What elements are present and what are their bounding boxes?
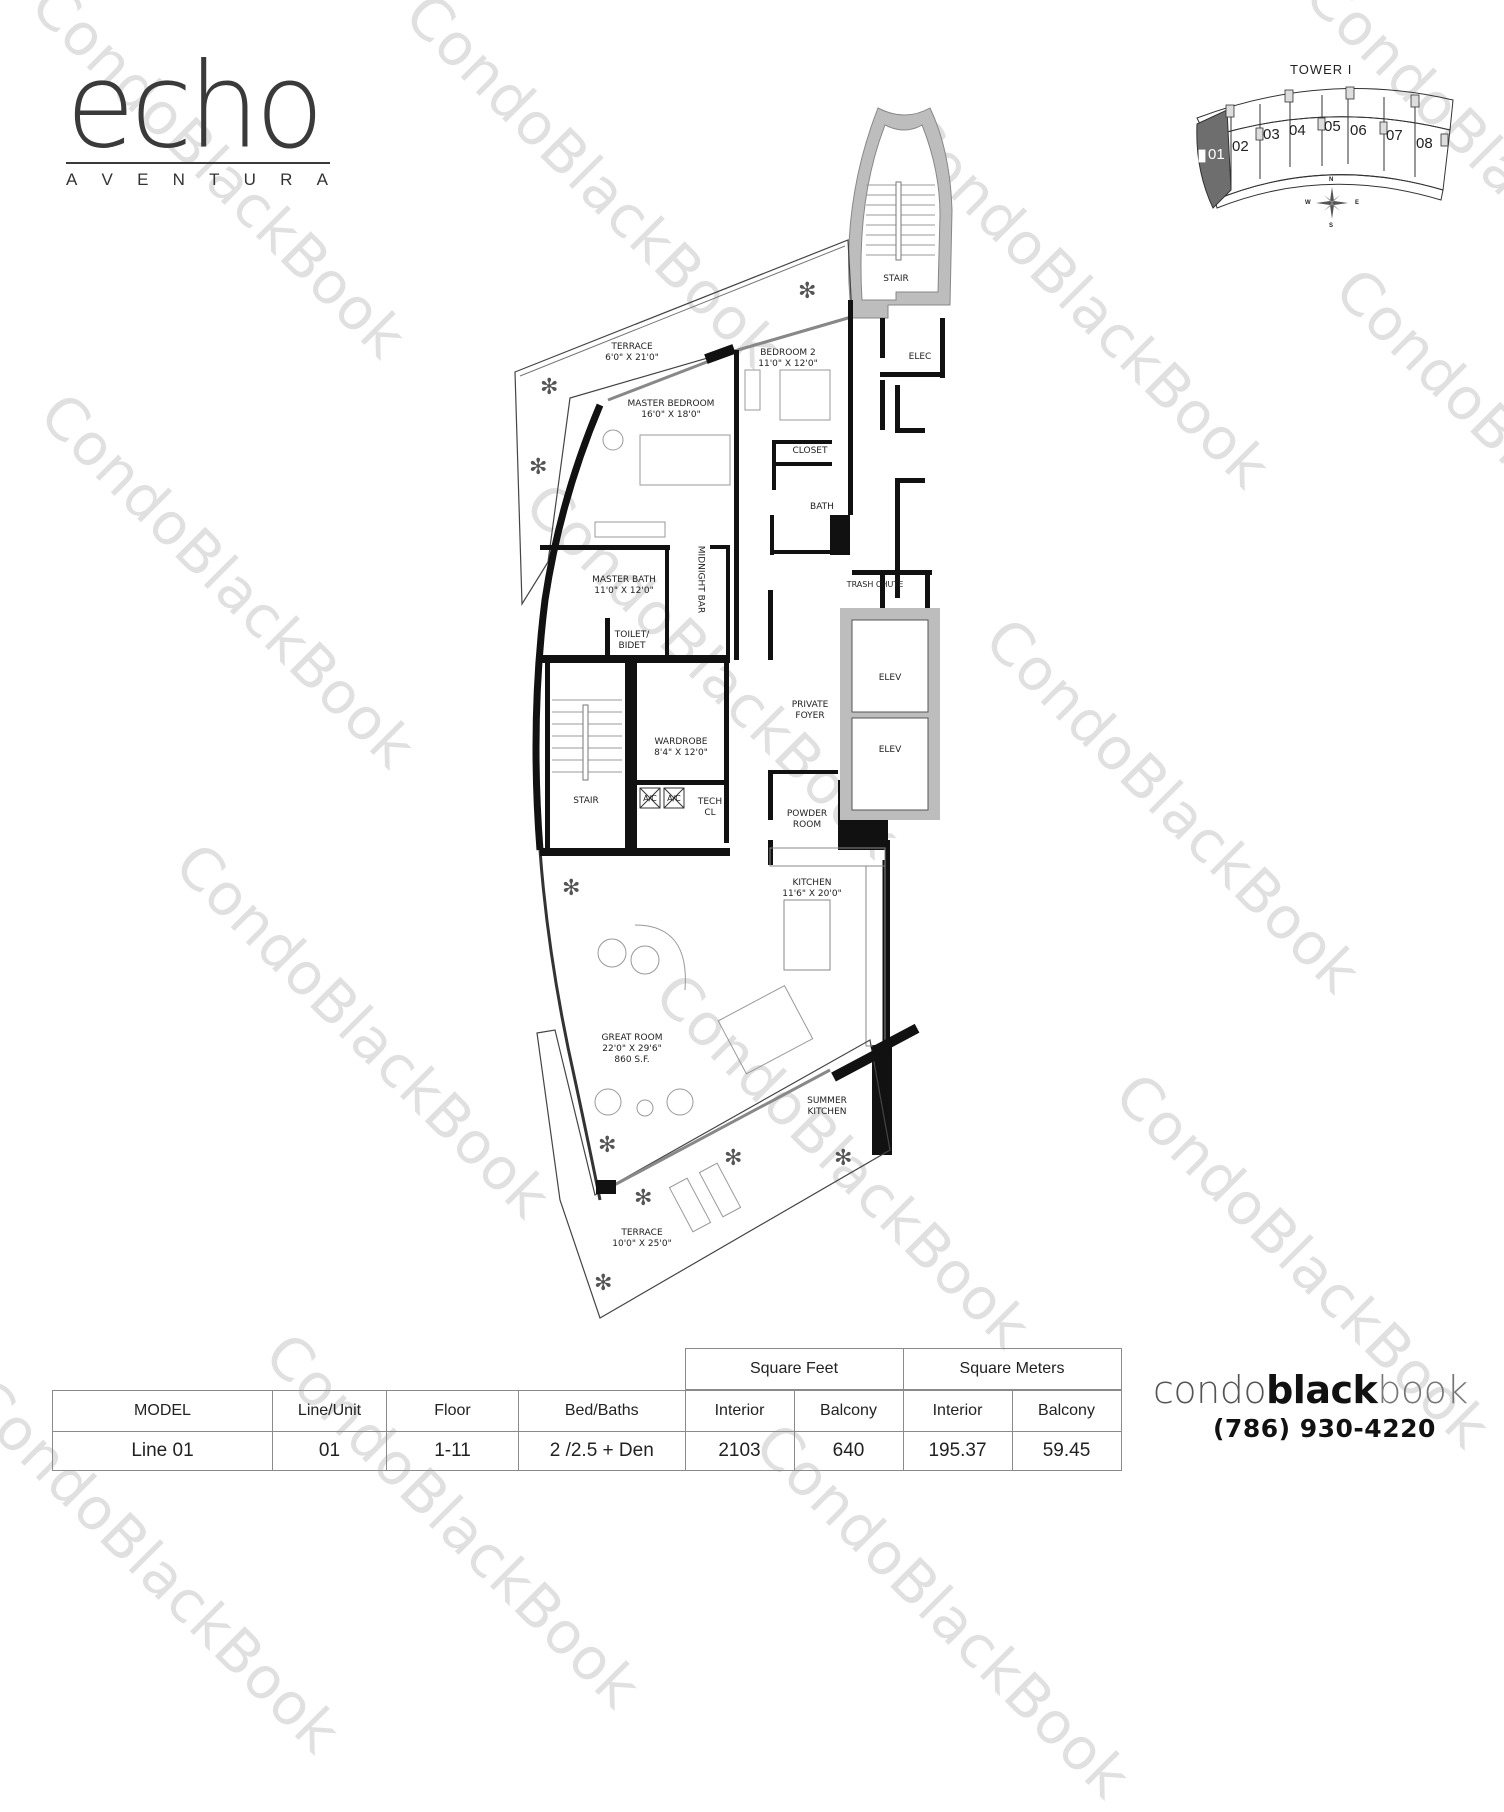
brand-part-black: black bbox=[1266, 1368, 1378, 1412]
cell-sqm-interior: 195.37 bbox=[902, 1431, 1013, 1471]
room-ac-1: A/C bbox=[643, 794, 657, 803]
compass-w: W bbox=[1305, 200, 1311, 206]
room-bath: BATH bbox=[810, 502, 834, 512]
svg-text:✻: ✻ bbox=[540, 375, 558, 400]
room-elec: ELEC bbox=[908, 352, 932, 362]
cell-model: Line 01 bbox=[52, 1431, 273, 1471]
svg-text:✻: ✻ bbox=[634, 1186, 652, 1211]
brand-part-condo: condo bbox=[1153, 1368, 1267, 1412]
header-square-meters: Square Meters bbox=[902, 1348, 1122, 1391]
cell-floor: 1-11 bbox=[386, 1431, 519, 1471]
room-trash-chute: TRASH CHUTE bbox=[846, 580, 904, 589]
logo-letter: A bbox=[66, 169, 78, 189]
condoblackbook-logo[interactable]: condoblackbook bbox=[1153, 1368, 1468, 1412]
floor-plan-drawing: ✻ ✻ ✻ ✻ ✻ ✻ ✻ ✻ ✻ bbox=[514, 107, 953, 1319]
compass-n: N bbox=[1329, 177, 1334, 183]
room-midnight-bar: MIDNIGHT BAR bbox=[695, 545, 706, 614]
logo-wordmark: echo bbox=[66, 38, 324, 175]
logo-letter: R bbox=[280, 169, 293, 189]
unit-specs-table: Square Feet Square Meters MODEL Line/Uni… bbox=[52, 1348, 1122, 1471]
svg-text:✻: ✻ bbox=[798, 279, 816, 304]
room-stair-south: STAIR bbox=[573, 796, 599, 806]
unit-label: 05 bbox=[1324, 118, 1341, 135]
unit-label: 04 bbox=[1289, 122, 1306, 139]
room-elev-1: ELEV bbox=[878, 673, 902, 683]
header-square-feet: Square Feet bbox=[684, 1348, 904, 1391]
key-plan-title: TOWER I bbox=[1290, 62, 1353, 77]
unit-01-highlight bbox=[1196, 109, 1232, 209]
svg-text:✻: ✻ bbox=[834, 1146, 852, 1171]
logo-letter: E bbox=[137, 169, 149, 189]
logo-letter: N bbox=[172, 169, 185, 189]
unit-label: 06 bbox=[1350, 122, 1367, 139]
compass-rose-icon bbox=[1316, 187, 1348, 219]
unit-label: 08 bbox=[1416, 135, 1433, 152]
unit-label: 07 bbox=[1386, 127, 1403, 144]
svg-text:✻: ✻ bbox=[598, 1133, 616, 1158]
column-header: Floor bbox=[386, 1389, 519, 1432]
room-powder-room: POWDER ROOM bbox=[786, 809, 828, 830]
svg-text:✻: ✻ bbox=[724, 1146, 742, 1171]
table-group-header-row: Square Feet Square Meters bbox=[53, 1348, 1122, 1391]
room-ac-2: A/C bbox=[667, 794, 681, 803]
room-stair-north: STAIR bbox=[883, 274, 909, 284]
echo-aventura-logo: echo A V E N T U R A bbox=[66, 38, 334, 190]
phone-number[interactable]: (786) 930-4220 bbox=[1213, 1414, 1436, 1443]
table-row: Line 01 01 1-11 2 /2.5 + Den 2103 640 19… bbox=[52, 1431, 1122, 1471]
room-elev-2: ELEV bbox=[878, 745, 902, 755]
column-header: Balcony bbox=[1011, 1389, 1122, 1432]
room-closet: CLOSET bbox=[792, 446, 828, 456]
unit-label: 01 bbox=[1208, 146, 1225, 163]
column-header: Line/Unit bbox=[272, 1389, 387, 1432]
table-header-row: MODEL Line/Unit Floor Bed/Baths Interior… bbox=[52, 1389, 1122, 1432]
room-toilet-bidet: TOILET/ BIDET bbox=[614, 630, 650, 651]
room-summer-kitchen: SUMMER KITCHEN bbox=[807, 1096, 847, 1117]
logo-divider bbox=[66, 162, 330, 164]
column-header: Bed/Baths bbox=[518, 1389, 686, 1432]
logo-letter: V bbox=[101, 169, 113, 189]
compass-s: S bbox=[1329, 223, 1334, 229]
column-header: Interior bbox=[684, 1389, 795, 1432]
tower-key-plan: TOWER I 01 02 03 04 05 06 07 08 N S W E bbox=[1185, 60, 1495, 240]
column-header: Interior bbox=[902, 1389, 1013, 1432]
unit-label: 03 bbox=[1263, 126, 1280, 143]
svg-text:✻: ✻ bbox=[529, 455, 547, 480]
cell-sqft-balcony: 640 bbox=[793, 1431, 904, 1471]
cell-sqft-interior: 2103 bbox=[684, 1431, 795, 1471]
room-tech-cl: TECH CL bbox=[697, 797, 723, 818]
logo-letter: U bbox=[243, 169, 256, 189]
svg-text:✻: ✻ bbox=[594, 1271, 612, 1296]
logo-subtitle: A V E N T U R A bbox=[66, 170, 328, 190]
logo-letter: T bbox=[209, 169, 220, 189]
unit-label: 02 bbox=[1232, 138, 1249, 155]
svg-text:✻: ✻ bbox=[562, 876, 580, 901]
cell-bed-baths: 2 /2.5 + Den bbox=[518, 1431, 686, 1471]
key-plan-diagram bbox=[1196, 86, 1454, 219]
brand-part-book: book bbox=[1377, 1368, 1468, 1412]
room-private-foyer: PRIVATE FOYER bbox=[791, 700, 829, 721]
cell-line-unit: 01 bbox=[272, 1431, 387, 1471]
cell-sqm-balcony: 59.45 bbox=[1011, 1431, 1122, 1471]
logo-letter: A bbox=[316, 169, 328, 189]
compass-e: E bbox=[1355, 200, 1360, 206]
column-header: MODEL bbox=[52, 1389, 273, 1432]
column-header: Balcony bbox=[793, 1389, 904, 1432]
